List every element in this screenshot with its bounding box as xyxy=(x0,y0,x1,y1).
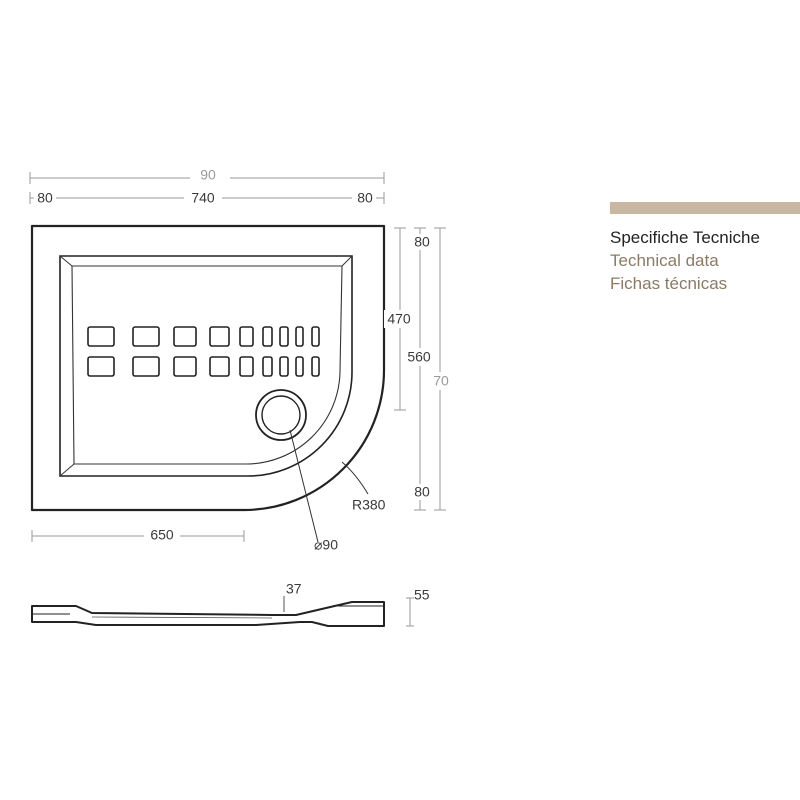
overall-width-label: 90 xyxy=(200,167,216,183)
anti-slip-pad xyxy=(173,356,197,377)
legend-title-spanish: Fichas técnicas xyxy=(610,274,728,293)
anti-slip-pad xyxy=(279,356,289,377)
right-margin-label: 80 xyxy=(357,190,373,206)
radius-leader xyxy=(341,461,369,495)
bottom-dimension-line xyxy=(31,530,245,542)
legend-accent-bar xyxy=(610,202,800,214)
drain-depth-label: 37 xyxy=(286,581,302,597)
anti-slip-pad xyxy=(239,356,254,377)
basin-floor xyxy=(71,265,343,465)
left-margin-label: 80 xyxy=(37,190,53,206)
tray-outline xyxy=(30,224,386,512)
anti-slip-pad xyxy=(87,356,115,377)
anti-slip-pad xyxy=(209,326,230,347)
anti-slip-pads xyxy=(87,326,320,377)
anti-slip-pad xyxy=(295,356,304,377)
anti-slip-pad xyxy=(262,356,273,377)
basin-bevels xyxy=(59,255,353,477)
anti-slip-pad xyxy=(295,326,304,347)
legend-title-english: Technical data xyxy=(610,251,719,270)
top-margin-label: 80 xyxy=(414,234,430,250)
anti-slip-pad xyxy=(311,356,320,377)
anti-slip-pad xyxy=(173,326,197,347)
section-view xyxy=(31,601,385,627)
anti-slip-pad xyxy=(87,326,115,347)
drain xyxy=(255,389,307,441)
anti-slip-pad xyxy=(279,326,289,347)
technical-data-legend: Specifiche Tecniche Technical data Ficha… xyxy=(610,202,800,295)
height-dimension-line xyxy=(406,597,414,627)
drain-leader xyxy=(289,429,319,543)
drain-diameter-label: ⌀90 xyxy=(314,537,338,553)
anti-slip-pad xyxy=(132,326,160,347)
legend-title-italian: Specifiche Tecniche xyxy=(610,228,760,247)
radius-label: R380 xyxy=(352,497,386,513)
anti-slip-pad xyxy=(132,356,160,377)
anti-slip-pad xyxy=(209,356,230,377)
height-label: 55 xyxy=(414,587,430,603)
inner-width-label: 740 xyxy=(191,190,215,206)
anti-slip-pad xyxy=(262,326,273,347)
right-dimension-lines xyxy=(394,227,446,511)
inner-total-label: 560 xyxy=(407,349,431,365)
inner-straight-label: 470 xyxy=(387,311,411,327)
anti-slip-pad xyxy=(311,326,320,347)
straight-length-label: 650 xyxy=(150,527,174,543)
basin-rim xyxy=(59,255,353,477)
bottom-margin-label: 80 xyxy=(414,484,430,500)
overall-depth-label: 70 xyxy=(433,373,449,389)
anti-slip-pad xyxy=(239,326,254,347)
